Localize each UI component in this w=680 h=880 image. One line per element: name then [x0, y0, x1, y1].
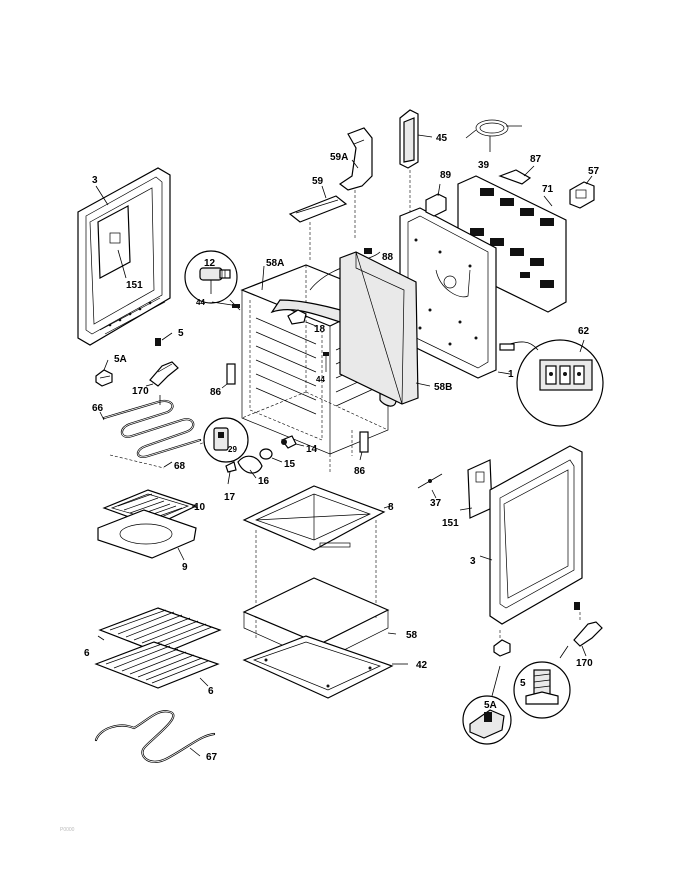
hinge-receiver-5A-detail[interactable] [462, 665, 512, 745]
duct-59[interactable] [288, 195, 348, 223]
label-5-right: 5 [520, 678, 526, 689]
hinge-receiver-right[interactable] [493, 639, 511, 657]
circle-detail-12[interactable] [184, 250, 238, 304]
screw-right[interactable] [574, 602, 580, 610]
sensor-44-center[interactable] [323, 352, 329, 372]
label-59: 59 [312, 176, 324, 187]
label-42: 42 [416, 660, 428, 671]
lens-16[interactable] [237, 455, 263, 479]
broil-pan-9[interactable] [97, 509, 197, 559]
bottom-panel-42[interactable] [242, 635, 408, 699]
clip-17[interactable] [225, 461, 237, 485]
label-67: 67 [206, 752, 218, 763]
wire-harness-39[interactable] [465, 119, 522, 152]
label-45: 45 [436, 133, 448, 144]
label-58A: 58A [266, 258, 284, 269]
footer-code: P0000 [60, 827, 75, 833]
bracket-86-left[interactable] [221, 363, 236, 389]
label-3-right: 3 [470, 556, 476, 567]
label-170-left: 170 [132, 386, 149, 397]
label-68: 68 [174, 461, 186, 472]
bulb-15[interactable] [259, 448, 283, 463]
label-37: 37 [430, 498, 442, 509]
label-58: 58 [406, 630, 418, 641]
bracket-86-right[interactable] [359, 431, 369, 461]
label-86-right: 86 [354, 466, 366, 477]
label-59A: 59A [330, 152, 348, 163]
label-8: 8 [388, 502, 394, 513]
oven-door-left[interactable] [77, 167, 171, 346]
oven-door-right[interactable] [479, 445, 583, 625]
screw-left[interactable] [155, 332, 173, 346]
label-86-left: 86 [210, 387, 222, 398]
label-9: 9 [182, 562, 188, 573]
vent-45[interactable] [399, 109, 433, 169]
label-5-left: 5 [178, 328, 184, 339]
label-12: 12 [204, 258, 216, 269]
label-151-left: 151 [126, 280, 143, 291]
door-liner-151a[interactable] [117, 249, 127, 279]
label-16: 16 [258, 476, 270, 487]
label-1: 1 [508, 369, 514, 380]
light-socket-14[interactable] [281, 435, 305, 449]
label-5A-left: 5A [114, 354, 127, 365]
label-170-right: 170 [576, 658, 593, 669]
label-6-lower: 6 [208, 686, 214, 697]
sensor-37[interactable] [417, 473, 443, 499]
label-3-left: 3 [92, 175, 98, 186]
label-10: 10 [194, 502, 206, 513]
label-15: 15 [284, 459, 296, 470]
oven-bottom-8[interactable] [242, 485, 386, 551]
label-6-upper: 6 [84, 648, 90, 659]
hinge-170-left[interactable] [145, 361, 179, 387]
label-87: 87 [530, 154, 542, 165]
label-39: 39 [478, 160, 490, 171]
circle-detail-29[interactable] [203, 417, 249, 463]
label-44-center: 44 [316, 375, 325, 384]
hinge-receiver-left[interactable] [95, 369, 113, 387]
label-88: 88 [382, 252, 394, 263]
label-17: 17 [224, 492, 236, 503]
terminal-block-62[interactable] [516, 339, 604, 427]
label-89: 89 [440, 170, 452, 181]
label-18: 18 [314, 324, 326, 335]
door-switch-18[interactable] [287, 309, 317, 327]
label-14: 14 [306, 444, 318, 455]
part-labels: 3 151 12 44 5 5A 170 58A 18 86 44 59A 59… [84, 133, 600, 763]
bracket-89[interactable] [425, 183, 447, 217]
hinge-170-right[interactable] [573, 621, 603, 657]
label-29: 29 [228, 445, 237, 454]
bake-element-67[interactable] [94, 710, 216, 763]
label-66: 66 [92, 403, 104, 414]
label-151-right: 151 [442, 518, 459, 529]
broil-element-66[interactable] [99, 395, 202, 458]
door-liner-151b[interactable] [459, 459, 493, 519]
oven-rack-lower[interactable] [94, 641, 220, 689]
label-57: 57 [588, 166, 600, 177]
label-44-left: 44 [196, 298, 205, 307]
label-5A-right: 5A [484, 700, 497, 711]
label-62: 62 [578, 326, 590, 337]
bracket-57[interactable] [569, 175, 595, 209]
label-58B: 58B [434, 382, 452, 393]
leveling-leg-5[interactable] [513, 645, 571, 719]
insulation-58B[interactable] [339, 251, 431, 405]
label-71: 71 [542, 184, 554, 195]
clip-87[interactable] [498, 165, 535, 185]
